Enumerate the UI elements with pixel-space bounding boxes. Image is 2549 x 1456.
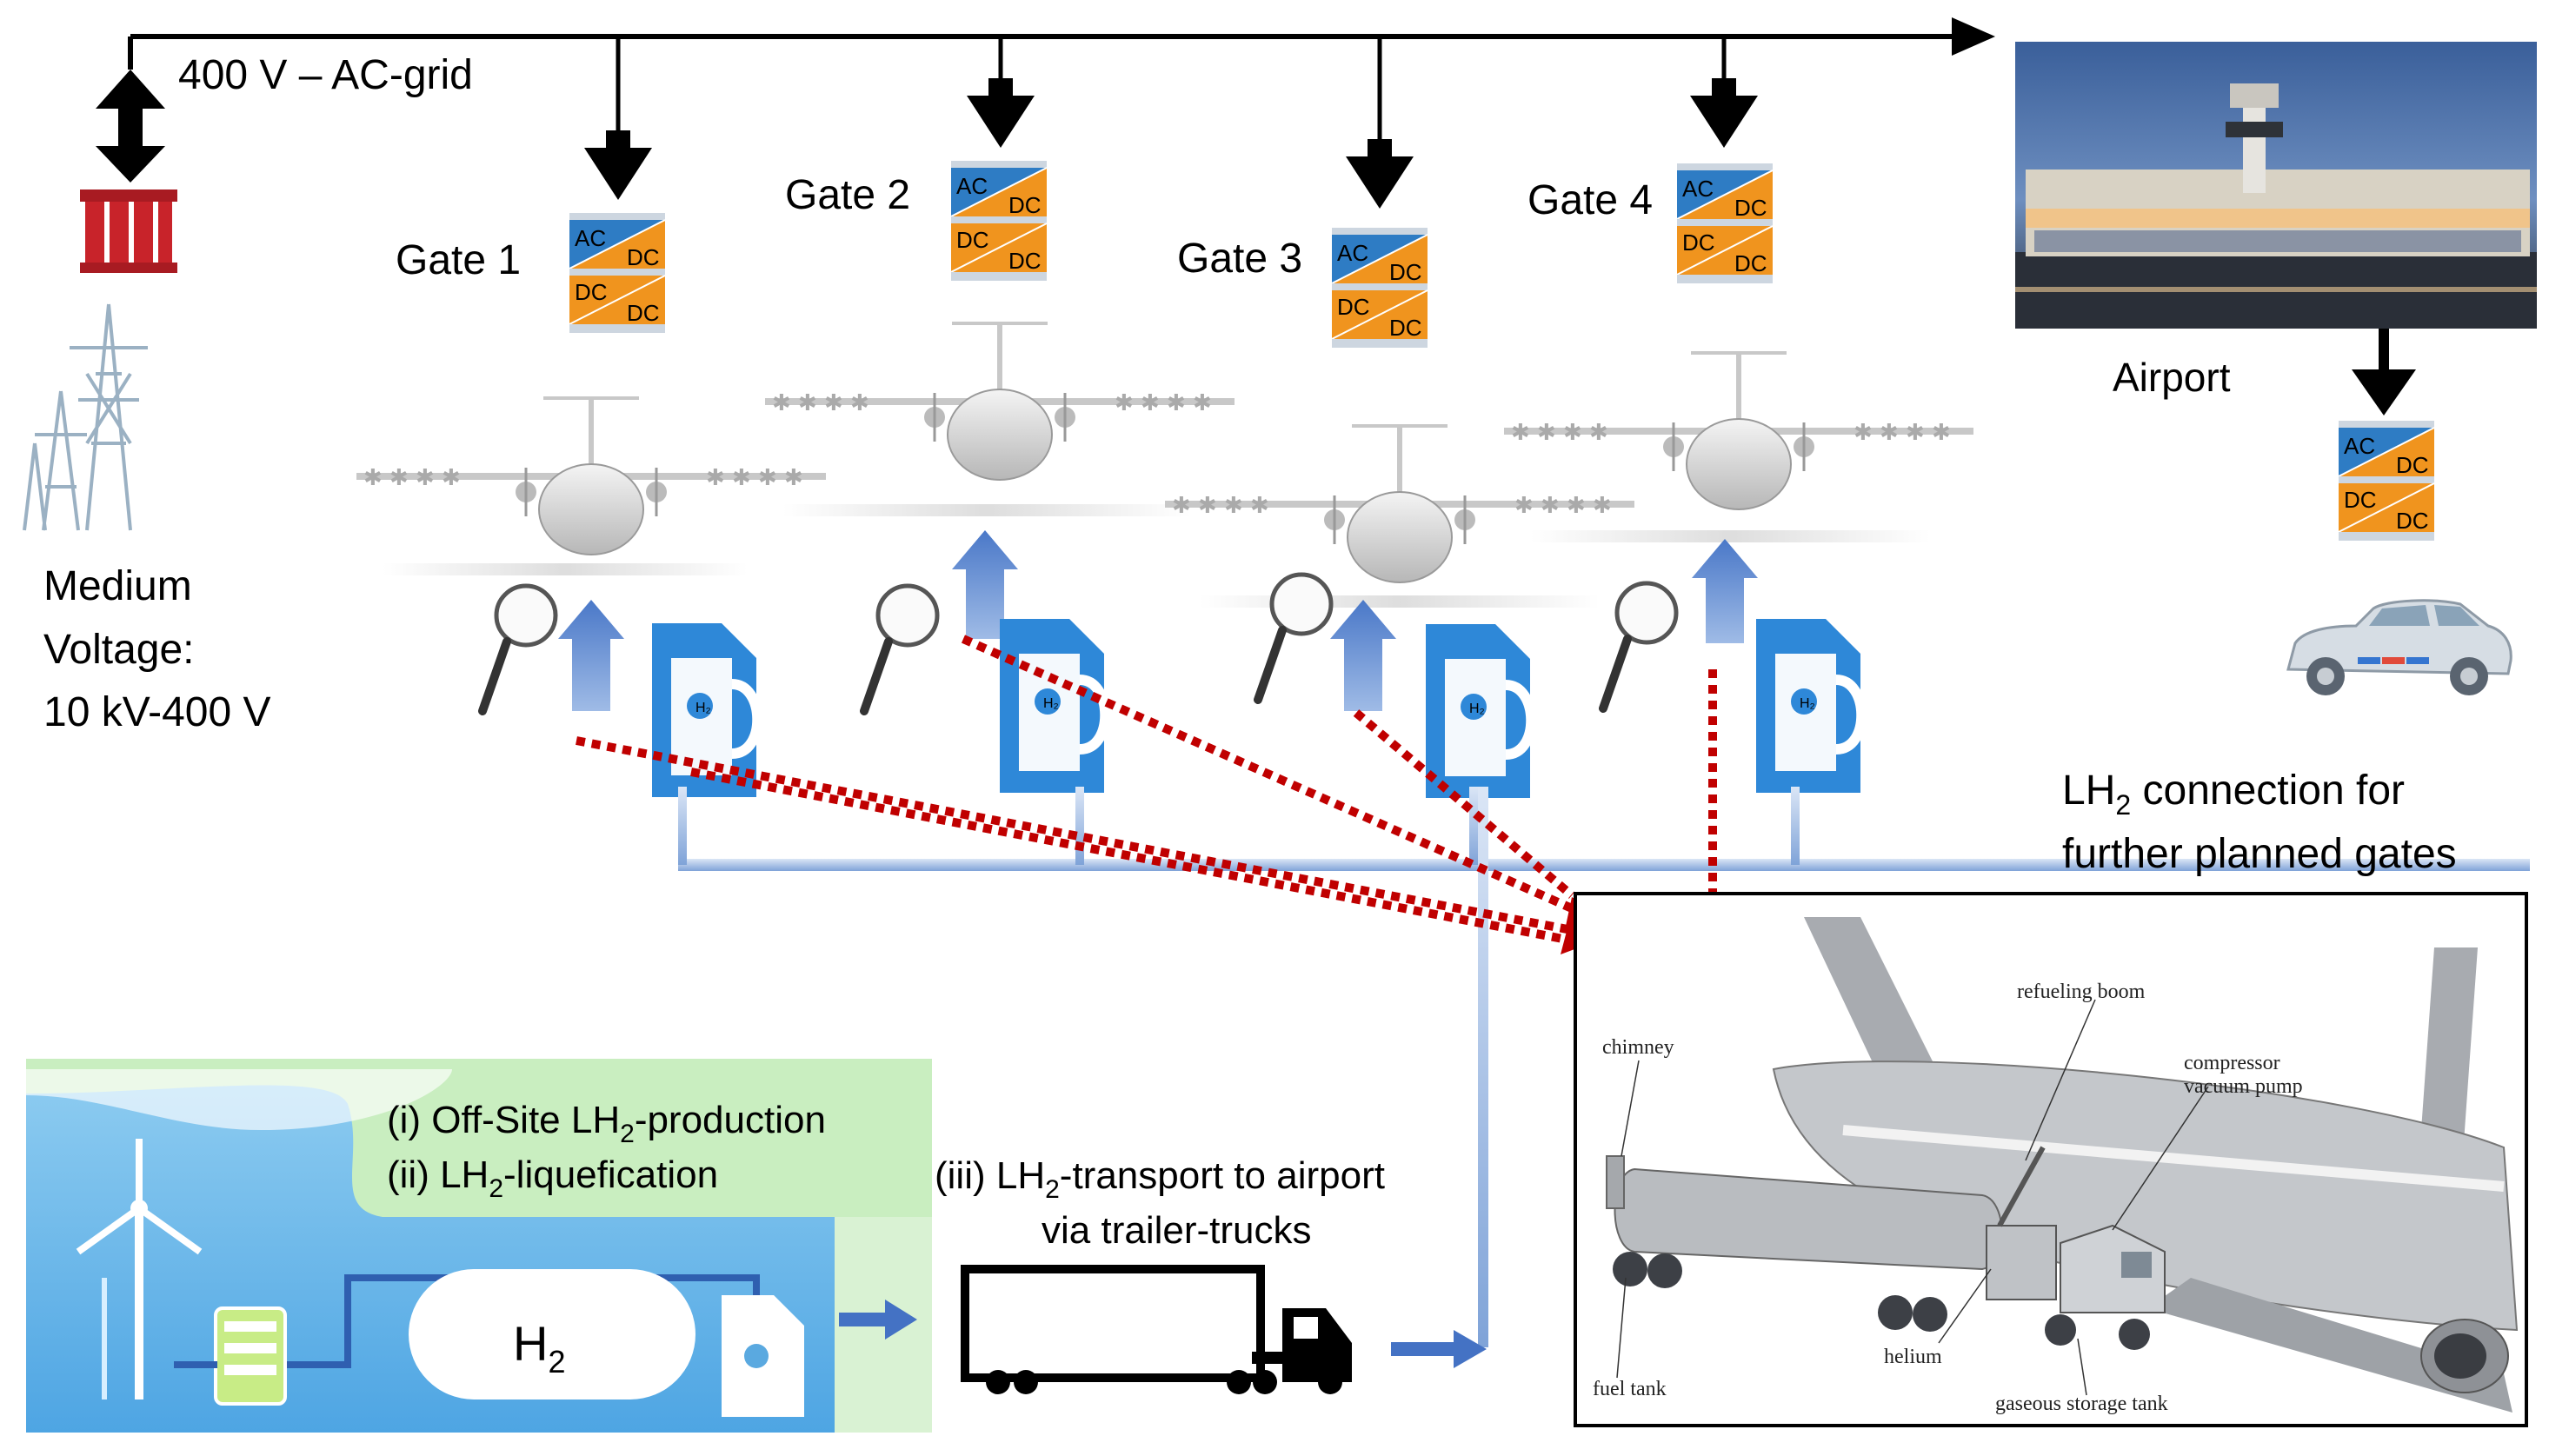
converter-gate-1-dc3: DC [627,300,660,326]
production-to-truck-arrow [839,1300,917,1340]
grid-transformer-arrow [96,70,165,183]
converter-airport-dc3: DC [2396,508,2429,534]
transformer-icon [80,189,177,273]
svg-text:LH2 connection for: LH2 connection for [2062,768,2405,821]
production-text: (i) Off-Site LH2-production (ii) LH2-liq… [387,1099,826,1203]
up-arrow-icons [558,530,1758,711]
converter-gate-4-dc2: DC [1682,229,1715,256]
gate-feed-lines [616,37,1727,156]
svg-text:(iii) LH2-transport to airport: (iii) LH2-transport to airport [935,1154,1385,1204]
label-vacuum-pump: vacuum pump [2184,1075,2303,1098]
plane-shadow-1 [383,563,748,575]
converter-gate-4: AC DC DC DC [1676,163,1774,284]
airport-feed-arrow [2352,329,2416,416]
ac-grid-bus [128,17,1995,70]
svg-text:(i) Off-Site LH2-production: (i) Off-Site LH2-production [387,1099,826,1148]
converter-gate-2-ac: AC [956,173,988,199]
converter-gate-3-dc2: DC [1337,294,1370,320]
airplane-gate-1 [356,398,826,555]
converter-airport: AC DC DC DC [2338,420,2435,542]
converter-gate-1-dc2: DC [575,279,608,305]
h2-pump-icon-1: H₂ [652,623,757,797]
gate-3-label: Gate 3 [1177,236,1302,282]
trailer-truck-icon [961,1265,1352,1394]
medium-voltage-line1: Medium [43,563,192,609]
pump-3-label: H₂ [1469,701,1485,716]
label-fuel-tank: fuel tank [1593,1378,1667,1400]
label-chimney: chimney [1602,1036,1674,1059]
converter-gate-2-dc1: DC [1008,192,1042,218]
medium-voltage-line2: Voltage: [43,627,194,673]
converter-gate-1: AC DC DC DC [569,212,666,334]
grid-label: 400 V – AC-grid [178,52,473,98]
magnifier-icon-3 [1258,575,1331,700]
converter-airport-ac: AC [2344,433,2375,459]
power-pylon-icon [23,303,148,531]
airplane-gate-3 [1165,426,1634,582]
red-dotted-arrows [576,635,1717,945]
refueling-diagram: chimney refueling boom compressor vacuum… [1574,892,2528,1427]
airplane-gate-4 [1504,353,1973,509]
magnifier-icon-2 [864,586,937,711]
converter-gate-2-dc2: DC [956,227,989,253]
h2-pump-icon-4: H₂ [1756,619,1861,793]
medium-voltage-line3: 10 kV-400 V [43,689,271,735]
plane-shadow-4 [1530,530,1930,542]
svg-text:further planned gates: further planned gates [2062,831,2457,877]
converter-gate-2: AC DC DC DC [950,160,1048,282]
magnifier-icon-1 [483,586,556,711]
converter-gate-3-dc3: DC [1389,315,1422,341]
converter-airport-dc1: DC [2396,452,2429,478]
converter-gate-3: AC DC DC DC [1331,227,1428,349]
svg-text:via trailer-trucks: via trailer-trucks [1042,1209,1312,1252]
pump-2-label: H₂ [1043,696,1059,711]
h2-tank-label: H2 [513,1316,565,1380]
converter-airport-dc2: DC [2344,487,2377,513]
converter-gate-4-dc1: DC [1734,195,1767,221]
airport-photo [2015,42,2537,329]
converter-gate-1-dc1: DC [627,244,660,270]
converter-gate-3-ac: AC [1337,240,1368,266]
converter-gate-4-ac: AC [1682,176,1714,202]
gate-2-label: Gate 2 [785,172,910,218]
plane-shadow-3 [1200,595,1600,608]
converter-gate-2-dc3: DC [1008,248,1042,274]
gate-feed-arrowheads [584,78,1758,209]
converter-gate-1-ac: AC [575,225,606,251]
gate-1-label: Gate 1 [396,237,521,283]
lh2-connection-label: LH2 connection for further planned gates [2062,768,2457,877]
airplane-gate-2 [765,323,1235,480]
transport-text: (iii) LH2-transport to airport via trail… [935,1154,1385,1252]
airport-label: Airport [2113,355,2231,400]
label-compressor: compressor [2184,1052,2280,1074]
truck-to-pipe-arrow [1391,1330,1487,1368]
plane-shadow-2 [782,504,1191,516]
electric-car-icon [2286,599,2512,695]
pump-1-label: H₂ [695,701,711,715]
svg-text:(ii) LH2-liquefication: (ii) LH2-liquefication [387,1153,718,1203]
gate-4-label: Gate 4 [1527,177,1653,223]
label-refueling-boom: refueling boom [2017,981,2146,1003]
converter-gate-4-dc3: DC [1734,250,1767,276]
pump-4-label: H₂ [1800,696,1815,711]
label-helium: helium [1884,1346,1942,1368]
h2-pump-icon-2: H₂ [1000,619,1105,793]
label-gaseous-storage-tank: gaseous storage tank [1995,1393,2168,1415]
h2-pump-icon-3: H₂ [1426,624,1531,798]
converter-gate-3-dc1: DC [1389,259,1422,285]
magnifier-icon-4 [1603,583,1676,708]
